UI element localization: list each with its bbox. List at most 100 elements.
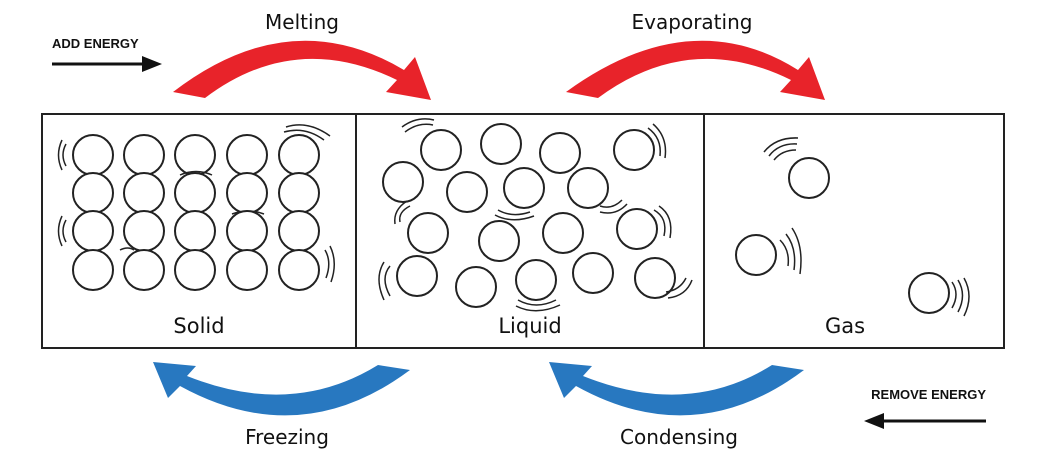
molecule-circle-icon — [278, 134, 320, 176]
molecule-circle-icon — [72, 134, 114, 176]
motion-lines-icon — [665, 277, 687, 293]
molecule-circle-icon — [278, 249, 320, 291]
liquid-particles — [382, 123, 676, 308]
gas-motion-lines — [763, 137, 970, 317]
melting-arrow-icon — [173, 40, 431, 100]
motion-lines-icon — [62, 219, 67, 243]
molecule-circle-icon — [420, 129, 462, 171]
motion-lines-icon — [394, 200, 408, 225]
molecule-circle-icon — [278, 210, 320, 252]
motion-lines-icon — [231, 210, 265, 215]
motion-lines-icon — [652, 123, 667, 159]
motion-lines-icon — [378, 261, 385, 301]
molecule-circle-icon — [72, 210, 114, 252]
molecule-circle-icon — [123, 172, 165, 214]
motion-lines-icon — [779, 239, 790, 267]
molecule-circle-icon — [226, 210, 268, 252]
motion-lines-icon — [763, 137, 799, 153]
remove-energy-label: REMOVE ENERGY — [871, 387, 986, 402]
molecule-circle-icon — [735, 234, 777, 276]
solid-motion-lines — [57, 124, 335, 283]
motion-lines-icon — [951, 281, 957, 309]
motion-lines-icon — [324, 249, 330, 279]
molecule-circle-icon — [123, 210, 165, 252]
molecule-circle-icon — [72, 172, 114, 214]
solid-label: Solid — [173, 314, 224, 338]
remove-energy-arrow-icon — [864, 413, 986, 429]
motion-lines-icon — [179, 170, 213, 176]
molecule-circle-icon — [616, 208, 658, 250]
evaporating-label: Evaporating — [632, 10, 753, 34]
molecule-circle-icon — [788, 157, 830, 199]
motion-lines-icon — [398, 205, 411, 223]
motion-lines-icon — [384, 265, 391, 297]
molecule-circle-icon — [503, 167, 545, 209]
liquid-label: Liquid — [498, 314, 561, 338]
add-energy-label: ADD ENERGY — [52, 36, 139, 51]
molecule-circle-icon — [567, 167, 609, 209]
evaporating-arrow-icon — [566, 40, 825, 100]
molecule-circle-icon — [455, 266, 497, 308]
motion-lines-icon — [119, 247, 135, 251]
liquid-motion-lines — [378, 118, 693, 312]
molecule-circle-icon — [613, 129, 655, 171]
molecule-circle-icon — [515, 259, 557, 301]
add-energy-arrow-icon — [52, 56, 162, 72]
motion-lines-icon — [515, 304, 561, 312]
motion-lines-icon — [329, 245, 335, 283]
molecule-circle-icon — [572, 252, 614, 294]
molecule-circle-icon — [174, 134, 216, 176]
molecule-circle-icon — [226, 249, 268, 291]
molecule-circle-icon — [174, 210, 216, 252]
gas-particles — [735, 157, 950, 314]
solid-particles — [72, 134, 320, 291]
motion-lines-icon — [497, 209, 531, 216]
melting-label: Melting — [265, 10, 339, 34]
motion-lines-icon — [57, 139, 63, 171]
molecule-circle-icon — [382, 161, 424, 203]
motion-lines-icon — [57, 215, 63, 247]
motion-lines-icon — [667, 279, 693, 299]
molecule-circle-icon — [908, 272, 950, 314]
freezing-label: Freezing — [245, 425, 329, 449]
molecule-circle-icon — [396, 255, 438, 297]
motion-lines-icon — [768, 143, 798, 157]
molecule-circle-icon — [278, 172, 320, 214]
molecule-circle-icon — [123, 134, 165, 176]
freezing-arrow-icon — [153, 362, 410, 416]
motion-lines-icon — [647, 127, 661, 157]
motion-lines-icon — [599, 199, 623, 208]
motion-lines-icon — [404, 123, 434, 133]
motion-lines-icon — [401, 118, 435, 128]
molecule-circle-icon — [446, 171, 488, 213]
motion-lines-icon — [957, 279, 964, 313]
molecule-circle-icon — [72, 249, 114, 291]
molecule-circle-icon — [539, 132, 581, 174]
molecule-circle-icon — [226, 134, 268, 176]
gas-label: Gas — [825, 314, 865, 338]
molecule-circle-icon — [480, 123, 522, 165]
molecule-circle-icon — [478, 220, 520, 262]
condensing-label: Condensing — [620, 425, 738, 449]
motion-lines-icon — [773, 149, 797, 161]
motion-lines-icon — [599, 203, 628, 214]
gas-box — [703, 113, 1005, 349]
motion-lines-icon — [658, 205, 672, 239]
motion-lines-icon — [517, 299, 557, 306]
motion-lines-icon — [963, 277, 970, 317]
molecule-circle-icon — [174, 172, 216, 214]
molecule-circle-icon — [123, 249, 165, 291]
motion-lines-icon — [62, 143, 67, 167]
molecule-circle-icon — [634, 257, 676, 299]
molecule-circle-icon — [226, 172, 268, 214]
motion-lines-icon — [653, 209, 666, 237]
motion-lines-icon — [283, 129, 325, 141]
molecule-circle-icon — [174, 249, 216, 291]
motion-lines-icon — [494, 214, 535, 221]
molecule-circle-icon — [542, 212, 584, 254]
motion-lines-icon — [285, 124, 331, 137]
condensing-arrow-icon — [549, 362, 804, 416]
molecule-circle-icon — [407, 212, 449, 254]
motion-lines-icon — [791, 227, 802, 275]
